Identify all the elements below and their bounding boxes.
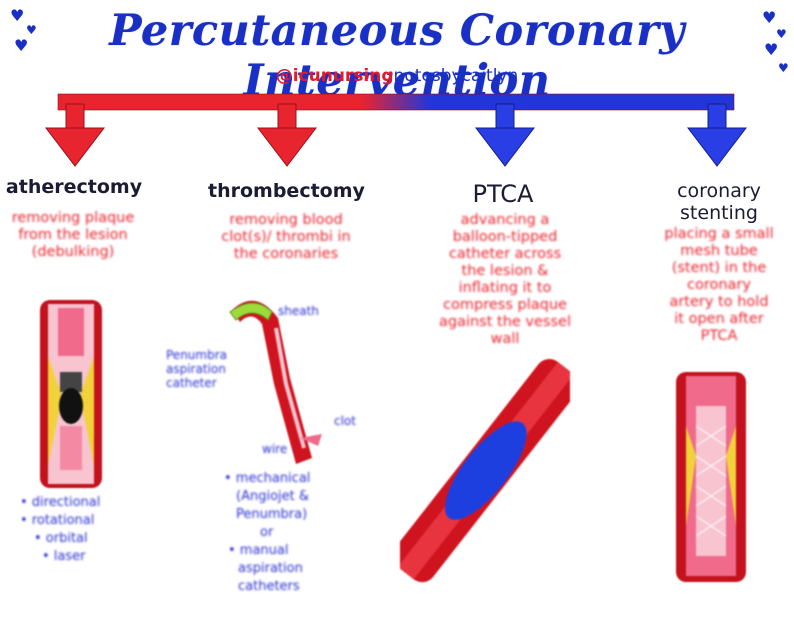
label-wire: wire (262, 442, 288, 456)
heart-icon: ♥ (762, 8, 777, 27)
list-item: catheters (238, 579, 300, 594)
heading-stenting-line1: coronary (677, 180, 761, 202)
arrow-down-icon (44, 103, 106, 167)
author-handle: @icunursingnotesbycaitlyn (0, 66, 794, 86)
ptca-illustration (400, 359, 570, 583)
label-catheter: Penumbra aspiration catheter (166, 348, 227, 390)
arrow-down-icon (686, 103, 748, 167)
heading-atherectomy: atherectomy (5, 176, 143, 198)
heart-icon: ♥ (10, 6, 25, 25)
desc-stenting: placing a small mesh tube (stent) in the… (664, 226, 774, 344)
connector-bar (57, 93, 735, 111)
heading-stenting-line2: stenting (680, 202, 758, 224)
heart-icon: ♥ (14, 36, 29, 55)
handle-part2: notesbycaitlyn (393, 66, 519, 86)
atherectomy-bullets: • directional • rotational • orbital • l… (20, 494, 100, 566)
list-item: • orbital (34, 531, 88, 546)
heart-icon: ♥ (764, 40, 779, 59)
list-item: • directional (20, 495, 101, 510)
desc-atherectomy: removing plaque from the lesion (debulki… (11, 210, 135, 260)
heart-icon: ♥ (26, 23, 37, 37)
heading-stenting: coronary stenting (660, 180, 778, 224)
label-sheath: sheath (278, 304, 319, 318)
list-item: • rotational (20, 513, 95, 528)
heading-thrombectomy: thrombectomy (208, 180, 365, 202)
heading-ptca: PTCA (472, 180, 534, 208)
heart-icon: ♥ (776, 27, 787, 41)
arrow-down-icon (474, 103, 536, 167)
thrombectomy-bullets: • mechanical (Angiojet & Penumbra) or • … (224, 470, 310, 596)
stenting-illustration (676, 372, 746, 582)
list-item: • manual (228, 543, 289, 558)
handle-part1: @icunursing (275, 66, 394, 86)
desc-thrombectomy: removing blood clot(s)/ thrombi in the c… (221, 212, 351, 262)
list-item: aspiration (238, 561, 303, 576)
atherectomy-illustration (40, 300, 102, 488)
list-item: (Angiojet & (236, 489, 309, 504)
list-item: • laser (42, 549, 86, 564)
list-item: Penumbra) (236, 507, 308, 522)
page-title: Percutaneous Coronary Intervention (109, 6, 685, 106)
label-clot: clot (334, 414, 356, 428)
arrow-down-icon (256, 103, 318, 167)
heart-icon: ♥ (778, 61, 789, 75)
list-item: • mechanical (224, 471, 311, 486)
thrombectomy-illustration (229, 300, 322, 464)
desc-ptca: advancing a balloon-tipped catheter acro… (438, 212, 571, 347)
list-item: or (260, 525, 274, 540)
